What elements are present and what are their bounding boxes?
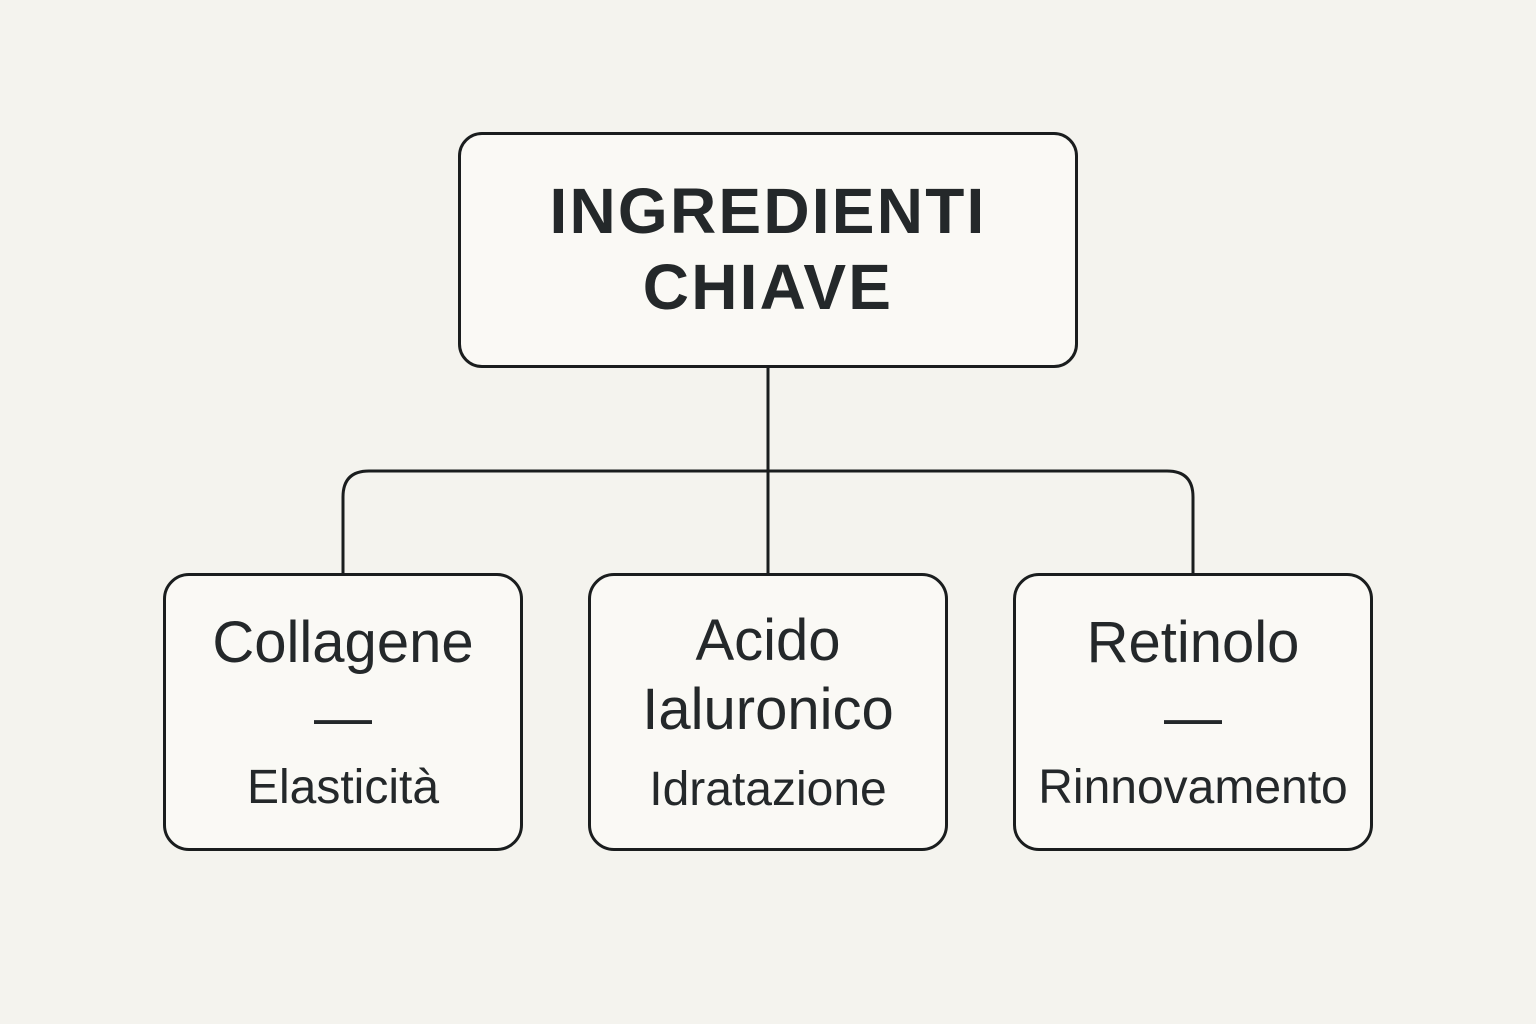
separator-dash: — bbox=[1164, 685, 1222, 751]
root-node-title: INGREDIENTI CHIAVE bbox=[549, 175, 987, 323]
connector-branch bbox=[341, 469, 1195, 573]
separator-dash: — bbox=[314, 685, 372, 751]
child-node-collagene: Collagene — Elasticità bbox=[163, 573, 523, 851]
child-node-benefit: Elasticità bbox=[246, 760, 440, 814]
child-node-benefit: Idratazione bbox=[649, 762, 887, 816]
child-node-acido-ialuronico: Acido Ialuronico Idratazione bbox=[588, 573, 948, 851]
child-node-name: Retinolo bbox=[1086, 609, 1300, 675]
child-node-benefit: Rinnovamento bbox=[1038, 760, 1348, 814]
root-node: INGREDIENTI CHIAVE bbox=[458, 132, 1078, 368]
child-node-name: Collagene bbox=[212, 609, 474, 675]
child-node-name: Acido Ialuronico bbox=[642, 607, 894, 743]
child-node-retinolo: Retinolo — Rinnovamento bbox=[1013, 573, 1373, 851]
